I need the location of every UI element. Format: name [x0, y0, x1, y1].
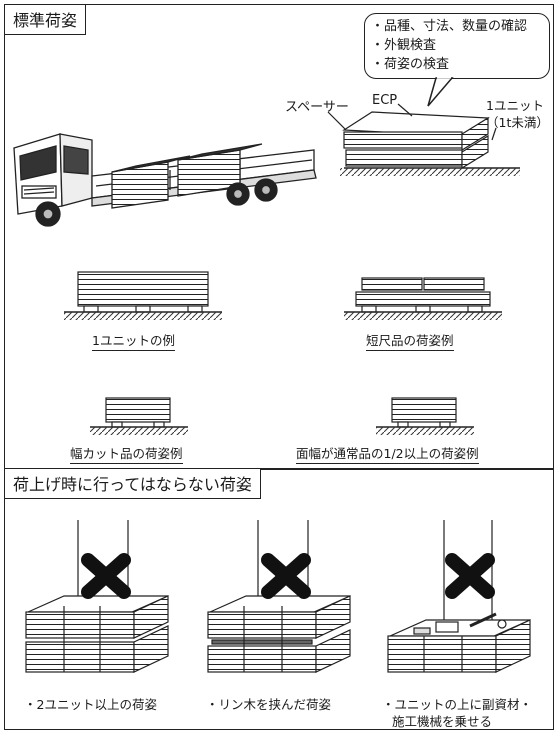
inspection-callout: ・品種、寸法、数量の確認 ・外観検査 ・荷姿の検査 [364, 13, 550, 79]
width-cut-stack [90, 397, 188, 435]
standard-packing-title: 標準荷姿 [4, 4, 87, 35]
unit-weight-label: （1t未満） [486, 115, 549, 130]
prohibited-two-units [25, 520, 169, 673]
ecp-label: ECP [372, 93, 398, 108]
prohibited-packing-panel: 荷上げ時に行ってはならない荷姿 [4, 468, 554, 730]
x-mark-icon [445, 553, 495, 599]
check-item: ・荷姿の検査 [371, 57, 450, 72]
short-length-example-caption: 短尺品の荷姿例 [366, 330, 454, 351]
check-item: ・品種、寸法、数量の確認 [371, 19, 528, 34]
x-mark-icon [261, 553, 311, 599]
one-unit-stack [64, 271, 222, 320]
one-unit-example-caption: 1ユニットの例 [92, 330, 175, 351]
prohibited-timber-inserted [207, 520, 351, 673]
ecp-unit-stack [327, 103, 520, 176]
spacer-label: スペーサー [285, 100, 349, 115]
prohibited-caption-two-units: ・2ユニット以上の荷姿 [24, 697, 157, 712]
unit-label: 1ユニット [486, 98, 544, 113]
prohibited-caption-timber: ・リン木を挟んだ荷姿 [206, 697, 332, 712]
prohibited-packing-title: 荷上げ時に行ってはならない荷姿 [4, 468, 261, 499]
check-item: ・外観検査 [371, 38, 437, 53]
wide-face-example-caption: 面幅が通常品の1/2以上の荷姿例 [296, 443, 479, 464]
truck-illustration [13, 133, 317, 227]
x-mark-icon [81, 553, 131, 599]
standard-packing-panel: 標準荷姿 [4, 4, 554, 470]
wide-face-stack [376, 397, 474, 435]
prohibited-caption-materials-1: ・ユニットの上に副資材・ [382, 697, 533, 712]
short-length-stack [344, 277, 502, 320]
prohibited-caption-materials-2: 施工機械を乗せる [392, 714, 493, 729]
callout-tail [427, 77, 454, 107]
width-cut-example-caption: 幅カット品の荷姿例 [70, 443, 183, 464]
prohibited-materials-on-unit [387, 520, 531, 673]
